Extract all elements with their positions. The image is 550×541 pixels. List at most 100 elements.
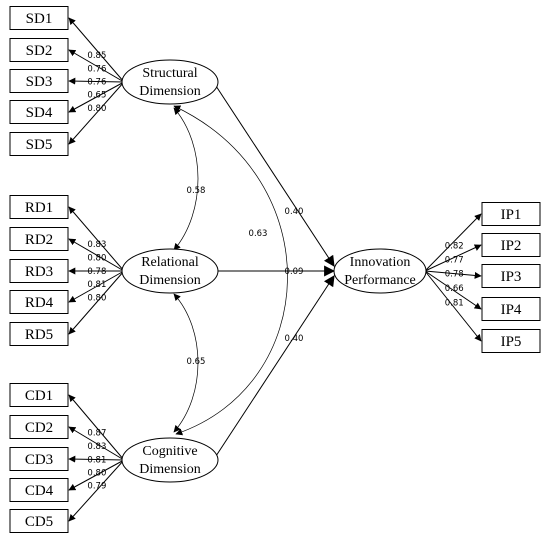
indicator-box-sd5: SD5 [9, 132, 69, 156]
construct-label: Structural [142, 66, 197, 81]
indicator-label: SD5 [26, 137, 53, 153]
indicator-box-ip3: IP3 [481, 264, 541, 288]
indicator-label: RD2 [25, 232, 53, 248]
construct-label: Dimension [139, 462, 200, 477]
indicator-label: RD4 [25, 295, 54, 311]
loading-arrow-sd5 [68, 81, 125, 145]
correlation-curve-structural-cognitive [173, 105, 288, 436]
path-coefficient-relational-innovation: 0.09 [285, 267, 304, 277]
loading-value-ip1: 0.82 [445, 241, 464, 251]
indicator-box-sd1: SD1 [9, 6, 69, 30]
indicator-label: IP2 [501, 238, 522, 254]
indicator-label: IP1 [501, 207, 522, 223]
indicator-box-rd5: RD5 [9, 322, 69, 346]
indicator-label: CD3 [25, 452, 53, 468]
correlation-coefficient-structural-relational: 0.58 [187, 186, 206, 196]
loading-arrow-cd1 [68, 394, 125, 461]
indicator-label: SD2 [26, 43, 53, 59]
indicator-box-rd1: RD1 [9, 195, 69, 219]
loading-value-cd5: 0.79 [87, 482, 106, 492]
loading-value-rd2: 0.80 [87, 254, 106, 264]
loading-arrow-ip5 [424, 270, 482, 342]
loading-arrow-cd4 [68, 459, 125, 491]
loading-arrow-sd2 [68, 49, 125, 83]
indicator-box-rd3: RD3 [9, 259, 69, 283]
loading-arrow-cd2 [68, 426, 125, 461]
loading-arrow-ip2 [424, 244, 482, 272]
loading-arrow-sd1 [68, 17, 125, 83]
indicator-box-cd5: CD5 [9, 509, 69, 533]
construct-structural-dimension: Structural Dimension [121, 59, 219, 105]
indicator-label: CD2 [25, 420, 53, 436]
loading-arrow-ip4 [424, 270, 482, 310]
indicator-box-sd3: SD3 [9, 69, 69, 93]
correlation-curve-relational-cognitive [173, 293, 199, 433]
loading-value-sd1: 0.85 [87, 51, 106, 61]
loading-arrow-rd2 [68, 238, 125, 272]
indicator-label: IP3 [501, 269, 522, 285]
loading-value-sd4: 0.65 [87, 91, 106, 101]
arrows-layer [68, 17, 482, 522]
loading-value-sd3: 0.76 [87, 78, 106, 88]
indicator-label: RD1 [25, 200, 53, 216]
loading-arrow-cd5 [68, 459, 125, 522]
path-arrow-structural-innovation [215, 85, 335, 267]
loading-value-sd2: 0.76 [87, 65, 106, 75]
loading-value-ip4: 0.66 [445, 284, 464, 294]
indicator-box-sd2: SD2 [9, 38, 69, 62]
construct-innovation-performance: Innovation Performance [333, 248, 427, 294]
correlation-curve-structural-relational [173, 107, 199, 251]
indicator-box-rd2: RD2 [9, 227, 69, 251]
loading-value-rd5: 0.80 [87, 293, 106, 303]
indicator-label: SD1 [26, 11, 53, 27]
construct-cognitive-dimension: Cognitive Dimension [121, 437, 219, 483]
indicator-box-cd4: CD4 [9, 478, 69, 502]
indicator-label: RD5 [25, 327, 53, 343]
indicator-label: CD5 [25, 514, 53, 530]
path-coefficient-cognitive-innovation: 0.40 [285, 334, 304, 344]
path-coefficient-structural-innovation: 0.40 [285, 207, 304, 217]
loading-value-rd4: 0.81 [87, 280, 106, 290]
indicator-label: CD1 [25, 388, 53, 404]
loading-value-cd1: 0.87 [87, 429, 106, 439]
construct-relational-dimension: Relational Dimension [121, 248, 219, 294]
indicator-box-sd4: SD4 [9, 100, 69, 124]
indicator-box-cd2: CD2 [9, 415, 69, 439]
path-arrow-cognitive-innovation [215, 275, 335, 457]
indicator-box-ip1: IP1 [481, 202, 541, 226]
loading-value-ip5: 0.81 [445, 299, 464, 309]
loading-arrow-sd4 [68, 81, 125, 113]
loading-value-cd3: 0.81 [87, 456, 106, 466]
construct-label: Dimension [139, 84, 200, 99]
loading-arrow-rd4 [68, 270, 125, 303]
indicator-box-rd4: RD4 [9, 290, 69, 314]
indicator-box-ip5: IP5 [481, 329, 541, 353]
indicator-label: RD3 [25, 264, 53, 280]
construct-label: Innovation [350, 255, 411, 270]
loading-arrow-cd3 [68, 455, 125, 463]
construct-label: Cognitive [142, 444, 197, 459]
loading-arrow-rd5 [68, 270, 125, 335]
indicator-label: SD3 [26, 74, 53, 90]
loading-value-ip2: 0.77 [445, 255, 464, 265]
loading-arrow-sd3 [68, 77, 125, 85]
loading-value-cd4: 0.80 [87, 469, 106, 479]
indicator-label: IP4 [501, 302, 522, 318]
loading-value-rd1: 0.83 [87, 240, 106, 250]
loading-value-cd2: 0.83 [87, 442, 106, 452]
construct-label: Relational [141, 255, 199, 270]
loading-value-rd3: 0.78 [87, 267, 106, 277]
construct-label: Performance [344, 273, 416, 288]
loading-arrow-ip3 [424, 270, 482, 279]
loading-value-sd5: 0.80 [87, 104, 106, 114]
loading-arrow-rd1 [68, 206, 125, 272]
loading-value-ip3: 0.78 [445, 269, 464, 279]
correlation-coefficient-structural-cognitive: 0.63 [249, 229, 268, 239]
indicator-box-cd3: CD3 [9, 447, 69, 471]
indicator-label: CD4 [25, 483, 54, 499]
construct-label: Dimension [139, 273, 200, 288]
loading-arrow-ip1 [424, 213, 482, 272]
indicator-box-ip2: IP2 [481, 233, 541, 257]
